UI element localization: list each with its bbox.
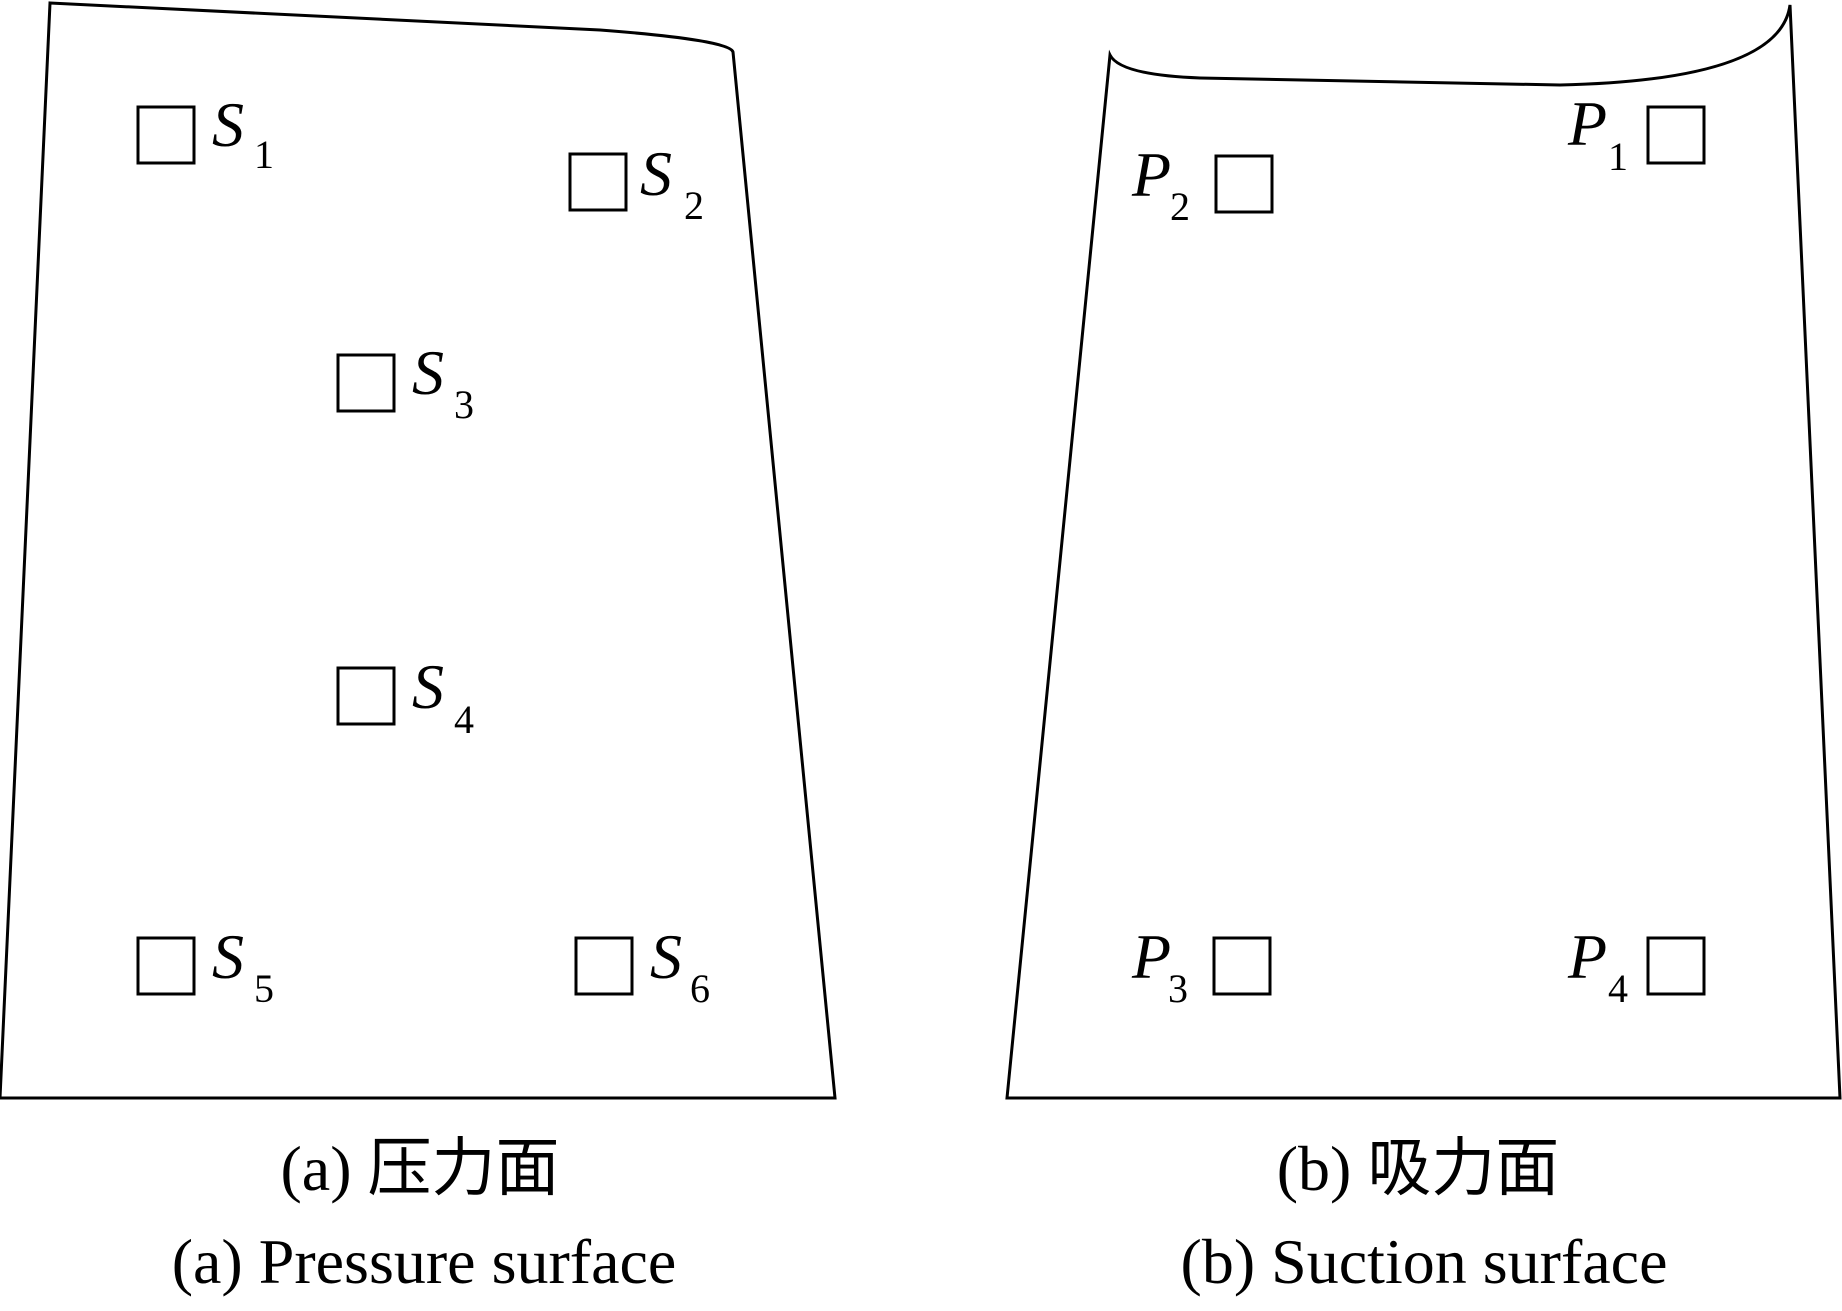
caption-a-english: (a) Pressure surface: [172, 1226, 677, 1297]
caption-a-chinese: (a) 压力面: [280, 1133, 559, 1204]
caption-b-english: (b) Suction surface: [1181, 1226, 1668, 1297]
point-marker: P 3: [1131, 921, 1272, 1011]
point-letter: P: [1131, 921, 1171, 992]
point-marker: S 6: [574, 921, 710, 1011]
point-marker: P 1: [1567, 88, 1706, 179]
suction-surface-points: P 1 P 2 P 3 P 4: [1131, 88, 1706, 1011]
point-letter: S: [412, 337, 444, 408]
point-subscript: 1: [254, 132, 274, 177]
point-subscript: 6: [690, 966, 710, 1011]
point-letter: S: [212, 89, 244, 160]
point-letter: S: [650, 921, 682, 992]
point-subscript: 4: [1608, 966, 1628, 1011]
point-letter: S: [212, 921, 244, 992]
point-subscript: 3: [454, 382, 474, 427]
suction-surface-outline: [1005, 4, 1842, 1100]
point-marker: P 2: [1131, 139, 1274, 229]
point-subscript: 5: [254, 966, 274, 1011]
point-marker: S 2: [568, 138, 704, 228]
caption-b-chinese: (b) 吸力面: [1277, 1133, 1560, 1204]
point-letter: P: [1567, 88, 1607, 159]
point-subscript: 2: [684, 183, 704, 228]
point-marker: S 4: [336, 651, 474, 742]
point-letter: P: [1567, 921, 1607, 992]
pressure-surface-outline: [0, 1, 837, 1100]
point-subscript: 4: [454, 697, 474, 742]
point-marker: S 5: [136, 921, 274, 1011]
point-subscript: 1: [1608, 134, 1628, 179]
point-marker: S 3: [336, 337, 474, 427]
point-subscript: 2: [1170, 184, 1190, 229]
point-letter: S: [412, 651, 444, 722]
point-subscript: 3: [1168, 966, 1188, 1011]
point-marker: S 1: [136, 89, 274, 177]
point-letter: P: [1131, 139, 1171, 210]
point-letter: S: [640, 138, 672, 209]
point-marker: P 4: [1567, 921, 1706, 1011]
pressure-surface-points: S 1 S 2 S 3 S 4 S 5 S 6: [136, 89, 710, 1011]
